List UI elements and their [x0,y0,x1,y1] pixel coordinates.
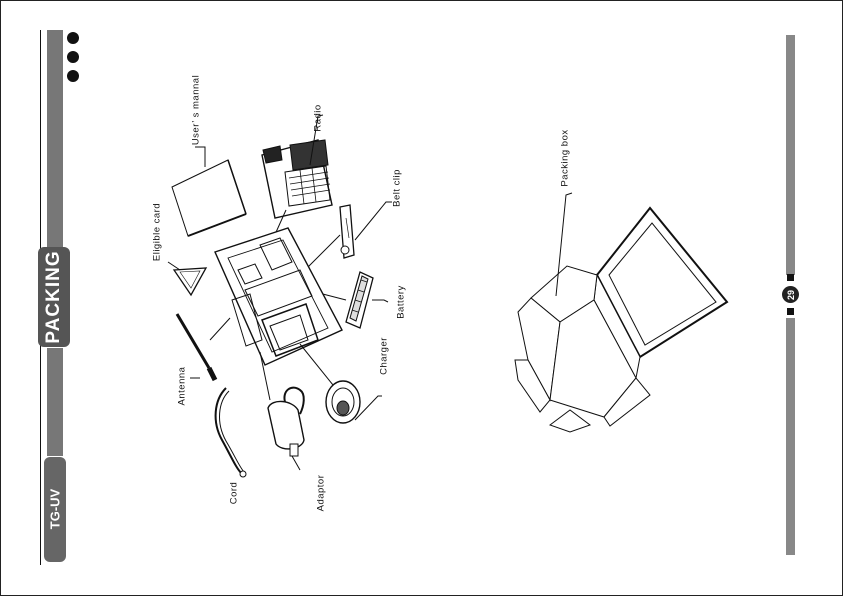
cord-illustration [216,388,246,477]
label-adaptor: Adaptor [316,475,327,512]
belt-clip-illustration [305,202,392,270]
packing-box-illustration [515,193,727,432]
eligible-card-illustration [168,262,206,295]
label-radio: Radio [313,104,324,131]
charger-illustration [300,344,382,423]
label-cord: Cord [229,482,240,505]
label-antenna: Antenna [177,367,188,406]
radio-illustration [262,115,332,250]
users-manual-illustration [172,147,246,236]
label-packing-box: Packing box [560,129,571,186]
label-users-manual: User’ s mannal [191,75,202,145]
label-belt-clip: Belt clip [392,169,403,207]
packing-tray-illustration [215,228,342,365]
label-eligible-card: Eligible card [152,203,163,261]
adaptor-illustration [260,352,304,470]
label-battery: Battery [396,285,407,319]
label-charger: Charger [379,337,390,375]
